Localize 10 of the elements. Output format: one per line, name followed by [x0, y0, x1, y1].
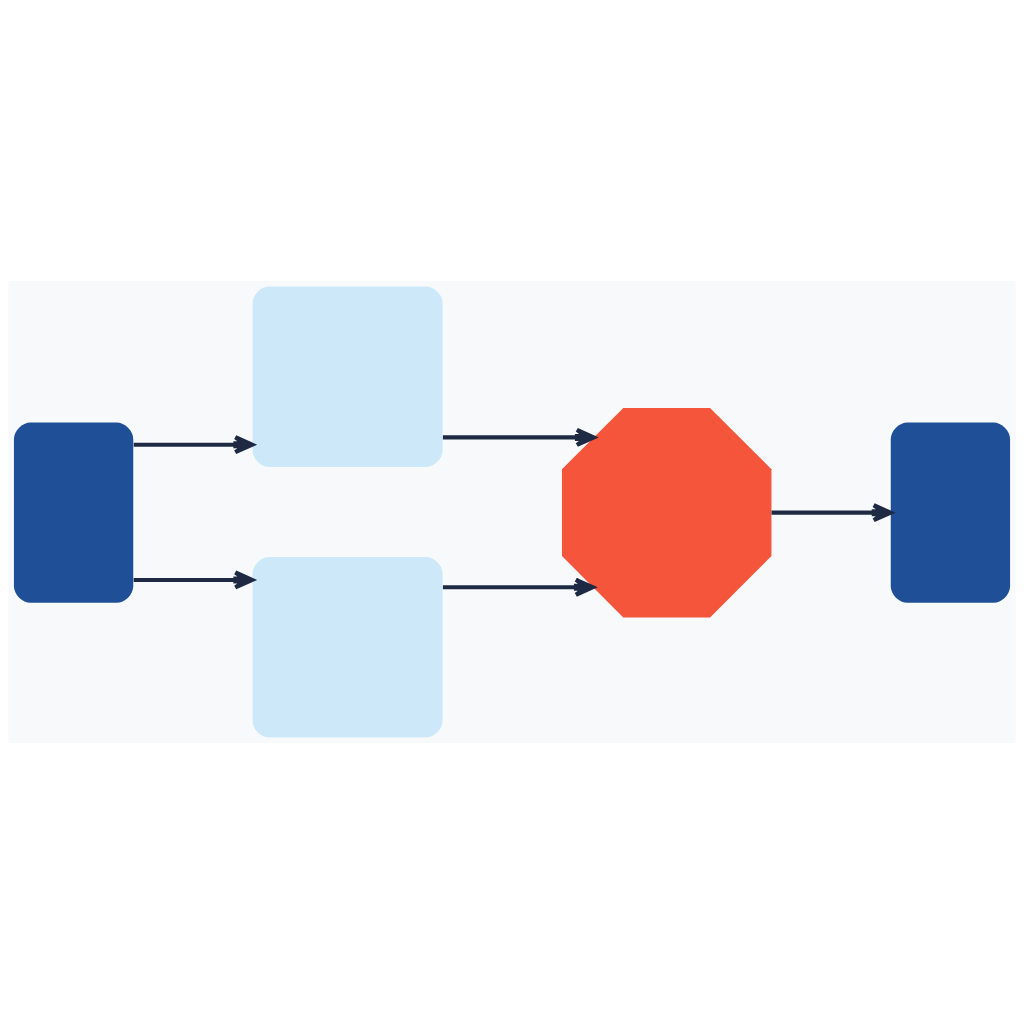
arrow: [442, 577, 595, 597]
arrow: [133, 435, 255, 455]
arrow: [442, 427, 596, 447]
arrow: [771, 503, 893, 523]
node-box: [13, 422, 134, 603]
node-octagon: [561, 407, 772, 618]
arrow: [133, 570, 255, 590]
node-box: [252, 557, 443, 738]
node-box: [890, 422, 1011, 603]
node-box: [252, 286, 443, 467]
